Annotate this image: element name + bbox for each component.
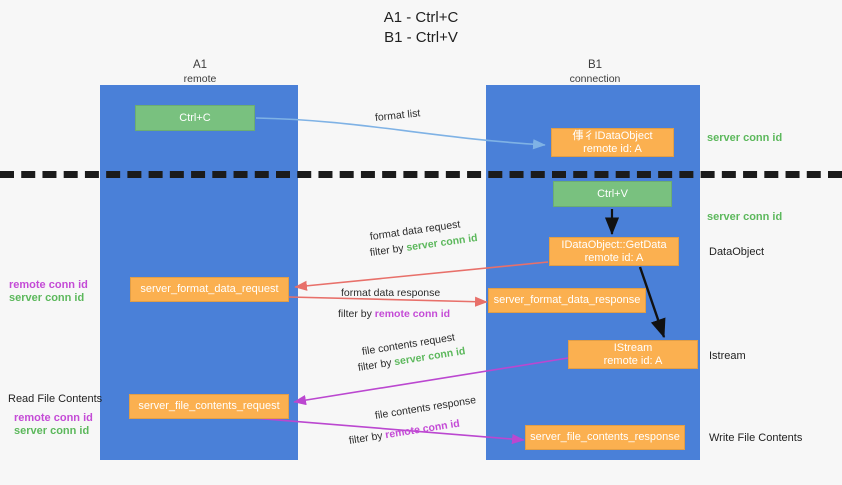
label-file-contents-response-group: file contents response filter by remote …	[348, 394, 477, 448]
node-istream-line2: remote id: A	[603, 354, 663, 367]
left-label-read-file-contents: Read File Contents	[8, 393, 103, 405]
lane-a1-sub: remote	[183, 73, 217, 85]
label-format-data-request-group: format data request filter by server con…	[369, 218, 479, 260]
title-line-2: B1 - Ctrl+V	[384, 29, 458, 46]
node-server-format-data-request[interactable]: server_format_data_request	[130, 277, 289, 302]
right-label-write-file-contents: Write File Contents	[709, 432, 803, 444]
arrow-getdata-istream	[638, 266, 666, 339]
node-ctrl-c[interactable]: Ctrl+C	[135, 105, 255, 131]
node-ctrl-v-label: Ctrl+V	[597, 187, 628, 200]
node-server-file-contents-response-label: server_file_contents_response	[530, 431, 680, 443]
label-format-data-request-filter-prefix: filter by	[369, 241, 408, 259]
node-server-file-contents-request-label: server_file_contents_request	[138, 400, 280, 412]
node-server-format-data-response[interactable]: server_format_data_response	[488, 288, 646, 313]
node-server-format-data-response-label: server_format_data_response	[493, 294, 641, 306]
node-ctrl-c-label: Ctrl+C	[179, 111, 211, 124]
page-title: A1 - Ctrl+C B1 - Ctrl+V	[0, 8, 842, 48]
label-format-data-response-filter-value: remote conn id	[374, 308, 451, 320]
left-label-server-conn-id-2: server conn id	[14, 425, 90, 437]
arrow-format-data-request	[294, 261, 549, 291]
node-getdata-line2: remote id: A	[584, 251, 644, 264]
label-format-data-response-filter-prefix: filter by	[338, 308, 375, 320]
right-label-server-conn-id-top: server conn id	[707, 132, 783, 144]
lane-b1-name: B1	[587, 59, 603, 71]
left-label-server-conn-id-1: server conn id	[9, 292, 85, 304]
lane-header-b1: B1 connection	[495, 58, 695, 86]
node-ctrl-v[interactable]: Ctrl+V	[553, 181, 672, 207]
node-istream[interactable]: IStream remote id: A	[568, 340, 698, 369]
node-idataobject-getdata[interactable]: IDataObject::GetData remote id: A	[549, 237, 679, 266]
left-label-remote-conn-id-2: remote conn id	[14, 412, 93, 424]
label-format-data-response-group: format data response filter by remote co…	[338, 286, 451, 321]
node-server-file-contents-response[interactable]: server_file_contents_response	[525, 425, 685, 450]
arrow-file-contents-request	[293, 357, 569, 406]
left-label-remote-conn-id-1: remote conn id	[9, 279, 88, 291]
lane-a1-name: A1	[192, 59, 208, 71]
right-label-dataobject: DataObject	[709, 246, 765, 258]
node-idataobject-line2: remote id: A	[583, 142, 642, 155]
right-label-istream: Istream	[709, 350, 746, 362]
title-line-1: A1 - Ctrl+C	[383, 9, 459, 26]
node-getdata-line1: IDataObject::GetData	[561, 238, 667, 251]
node-server-file-contents-request[interactable]: server_file_contents_request	[129, 394, 289, 419]
node-server-format-data-request-label: server_format_data_request	[140, 283, 279, 295]
right-label-server-conn-id-mid: server conn id	[707, 211, 783, 223]
node-idataobject[interactable]: 倳彳IDataObject remote id: A	[551, 128, 674, 157]
node-istream-line1: IStream	[613, 341, 653, 354]
lane-header-a1: A1 remote	[100, 58, 300, 86]
phase-divider	[0, 171, 842, 178]
label-file-contents-request-group: file contents request filter by server c…	[357, 331, 467, 375]
lane-b1-sub: connection	[569, 73, 621, 85]
label-file-contents-response-filter-value: remote conn id	[384, 417, 461, 442]
arrow-format-list	[255, 117, 546, 150]
label-format-data-response: format data response	[341, 287, 441, 299]
node-idataobject-line1: 倳彳IDataObject	[572, 129, 653, 142]
